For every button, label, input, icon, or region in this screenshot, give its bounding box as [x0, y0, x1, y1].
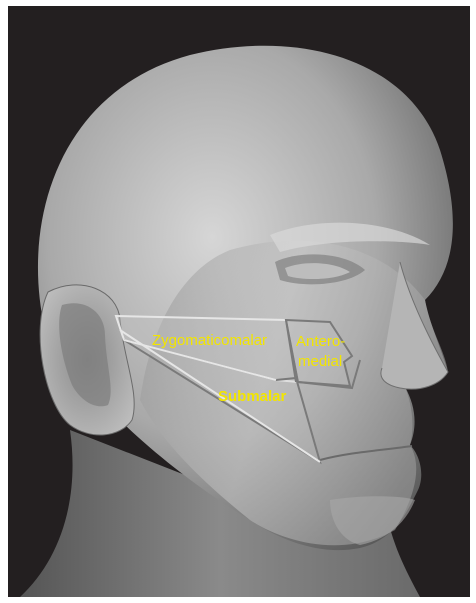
- label-submalar: Submalar: [218, 388, 287, 405]
- label-anteromedial-line1: Antero-: [296, 333, 345, 350]
- label-zygomaticomalar: Zygomaticomalar: [152, 332, 267, 349]
- label-anteromedial-line2: medial: [298, 353, 342, 370]
